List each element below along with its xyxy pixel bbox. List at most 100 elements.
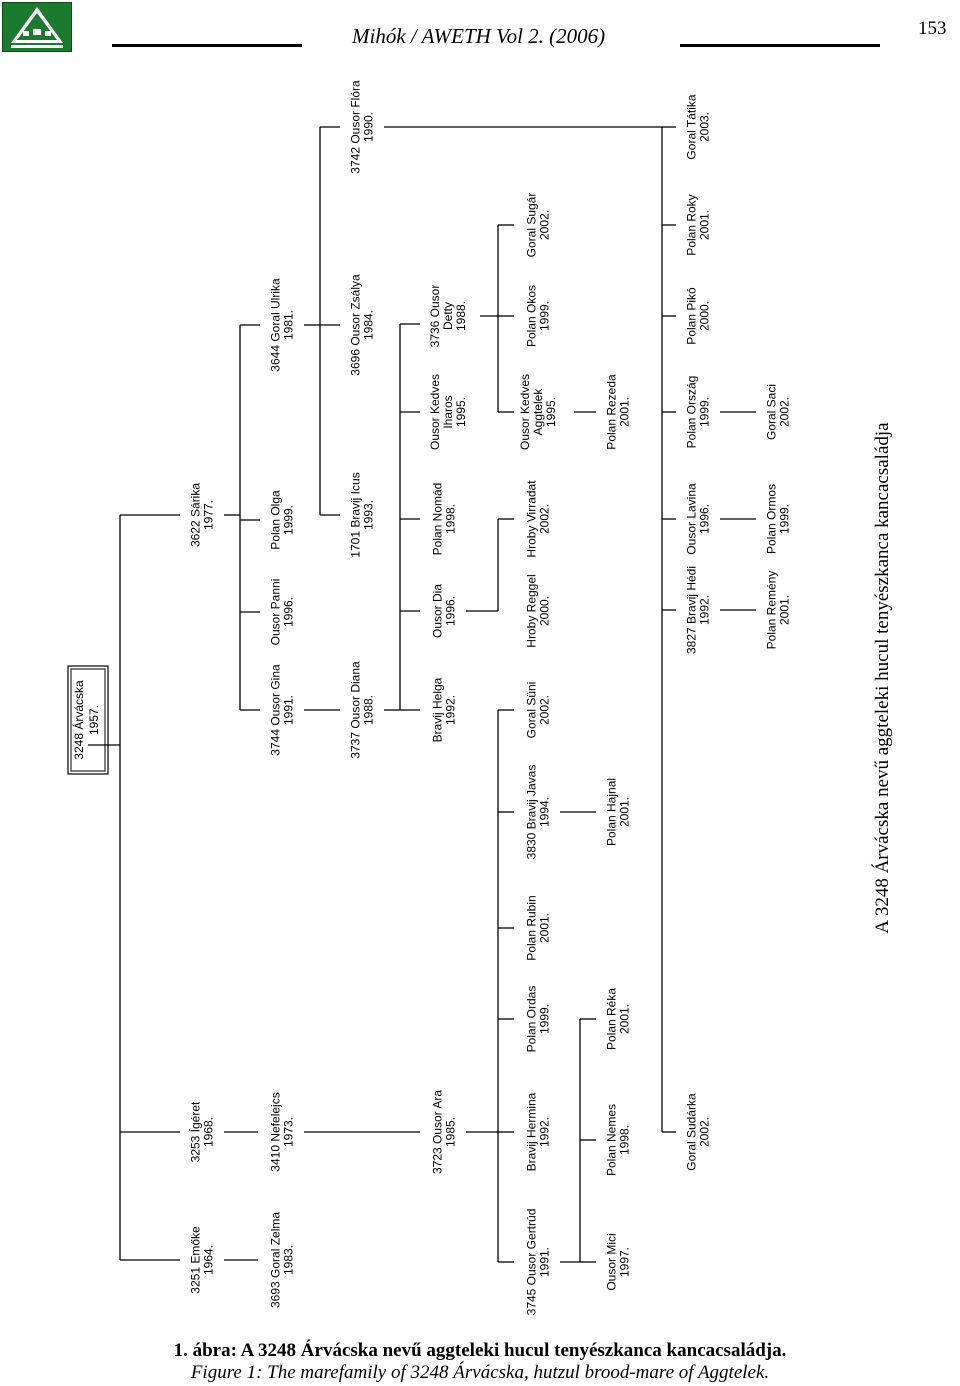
horse-label-line: 1991. [282, 695, 296, 725]
horse-label-line: 3723 Ousor Ara [431, 1090, 445, 1174]
horse-label-line: 1995. [454, 397, 468, 427]
horse-label-line: 3253 Ígéret [188, 1101, 203, 1162]
horse-label-line: 1999. [538, 301, 552, 331]
connector-lines [88, 126, 756, 1263]
horse-label-line: 2001. [618, 1004, 632, 1034]
horse-label-line: 3830 Bravij Javas [525, 765, 539, 860]
horse-label-line: Ousor Kedves [428, 374, 442, 450]
horse-label-line: 2002. [698, 1117, 712, 1147]
horse-label-line: Polan Ordas [525, 986, 539, 1053]
horse-label-line: Polan Rezeda [605, 374, 619, 450]
horse-label-line: 3827 Bravij Hédi [685, 566, 699, 654]
horse-label-line: 1968. [202, 1117, 216, 1147]
root-node: 3248 Árvácska 1957. [67, 665, 109, 775]
horse-label-line: 3644 Goral Ulrika [269, 278, 283, 372]
horse-label-line: Ousor Panni [269, 579, 283, 646]
horse-label-line: 1992. [538, 1117, 552, 1147]
horse-label-line: 1973. [282, 1117, 296, 1147]
horse-label-line: 2002. [538, 504, 552, 534]
page-number: 153 [918, 18, 947, 39]
horse-label-line: 1990. [362, 112, 376, 142]
horse-label-line: 3622 Sárika [189, 483, 203, 547]
horse-label-line: Polan Rubin [525, 895, 539, 960]
horse-label-line: 3410 Nefelejcs [269, 1092, 283, 1171]
horse-label-line: Ousor Kedves [518, 374, 532, 450]
horse-label-line: Ousor Lavina [685, 483, 699, 555]
horse-label-line: 3736 Ousor [428, 285, 442, 348]
horse-label-line: 1994. [538, 797, 552, 827]
horse-label-line: Bravij Helga [431, 677, 445, 742]
horse-label-line: 1977. [202, 500, 216, 530]
horse-label-line: Bravij Hermina [525, 1092, 539, 1171]
horse-label-line: 1996. [444, 596, 458, 626]
horse-label-line: 2001. [618, 397, 632, 427]
horse-label-line: Polan Pikó [685, 287, 699, 345]
horse-label-line: 1988. [454, 301, 468, 331]
horse-label-line: Goral Tátika [685, 94, 699, 159]
horse-label-line: 1995. [544, 397, 558, 427]
horse-label-line: 1988. [362, 695, 376, 725]
horse-label-line: 3744 Ousor Gina [269, 664, 283, 756]
horse-label-line: 1981. [282, 310, 296, 340]
side-title: A 3248 Árvácska nevű aggteleki hucul ten… [871, 422, 893, 934]
horse-label-line: Polan Olga [269, 490, 283, 550]
horse-label-line: Polan Nomád [431, 483, 445, 556]
caption-english: Figure 1: The marefamily of 3248 Árvácsk… [190, 1362, 770, 1383]
horse-label-line: 2003. [698, 112, 712, 142]
horse-label-line: 2000. [698, 301, 712, 331]
horse-label-line: Goral Saci [765, 384, 779, 440]
horse-label-line: 1991. [538, 1247, 552, 1277]
horse-label-line: 1996. [698, 504, 712, 534]
horse-label-line: 1999. [698, 397, 712, 427]
horse-label-line: 1999. [538, 1004, 552, 1034]
horse-label-line: Polan Ormos [765, 484, 779, 554]
horse-label-line: Goral Süni [525, 682, 539, 739]
horse-label-line: 1999. [778, 504, 792, 534]
horse-label-line: 2000. [538, 596, 552, 626]
horse-label-line: 1997. [618, 1247, 632, 1277]
root-year: 1957. [87, 705, 101, 735]
journal-logo [2, 2, 72, 52]
horse-label-line: 1964. [202, 1245, 216, 1275]
horse-label-line: Ousor Dia [431, 584, 445, 638]
horse-label-line: 2002. [538, 210, 552, 240]
horse-label-line: Goral Sugár [525, 193, 539, 258]
horse-label-line: 1701 Bravij Icus [349, 472, 363, 557]
horse-label-line: Polan Okos [525, 285, 539, 347]
horse-label-line: Hroby Reggel [525, 574, 539, 647]
horse-label-line: 1983. [282, 1245, 296, 1275]
horse-label-line: Polan Ország [685, 376, 699, 449]
horse-label-line: Detty [441, 302, 455, 330]
horse-label-line: Polan Réka [605, 988, 619, 1050]
horse-label-line: 3251 Emőke [189, 1226, 203, 1294]
